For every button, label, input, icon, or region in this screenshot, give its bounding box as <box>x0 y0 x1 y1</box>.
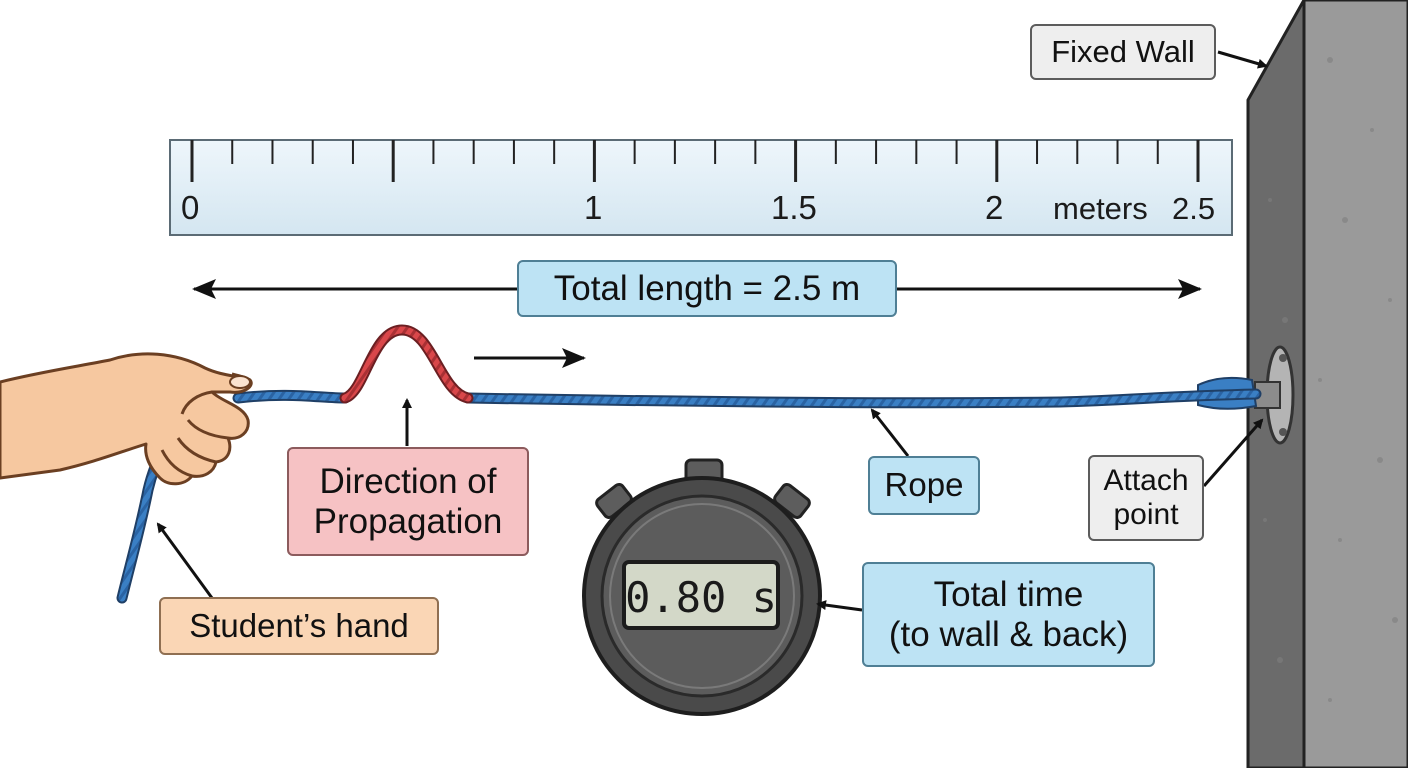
fixed-wall <box>1246 0 1408 768</box>
attach-line-1: Attach <box>1103 464 1189 498</box>
wave-pulse <box>339 324 474 404</box>
attach-arrow <box>1202 418 1264 487</box>
fixed-wall-arrow <box>1217 50 1268 69</box>
ruler-tick-label-2: 2 <box>985 189 1003 226</box>
ruler-end-label: 2.5 <box>1172 191 1215 226</box>
total-time-label: Total time (to wall & back) <box>862 562 1155 667</box>
fixed-wall-label: Fixed Wall <box>1030 24 1216 80</box>
attach-line-2: point <box>1113 498 1179 531</box>
meter-ruler <box>169 139 1233 236</box>
rope-label: Rope <box>868 456 980 515</box>
rope-text: Rope <box>884 466 964 504</box>
total-length-label: Total length = 2.5 m <box>517 260 897 317</box>
students-hand-label: Student’s hand <box>159 597 439 655</box>
ruler-tick-label-1-5: 1.5 <box>771 189 817 226</box>
time-line-1: Total time <box>933 575 1084 615</box>
time-arrow <box>816 600 863 612</box>
rope-arrow <box>870 408 910 457</box>
direction-of-propagation-label: Direction of Propagation <box>287 447 529 556</box>
ruler-tick-label-0: 0 <box>181 189 199 226</box>
rope <box>116 388 1262 604</box>
ruler-tick-label-1: 1 <box>584 189 602 226</box>
ruler-unit-label: meters <box>1053 191 1148 226</box>
stopwatch <box>582 458 822 716</box>
student-hand <box>0 352 253 486</box>
hand-arrow <box>156 522 214 599</box>
time-line-2: (to wall & back) <box>888 614 1129 654</box>
attach-point-label: Attach point <box>1088 455 1204 541</box>
stopwatch-reading: 0.80 s <box>625 573 777 622</box>
direction-line-1: Direction of <box>319 462 497 502</box>
direction-line-2: Propagation <box>313 501 503 541</box>
hand-text: Student’s hand <box>189 606 409 644</box>
fixed-wall-text: Fixed Wall <box>1051 33 1195 69</box>
total-length-text: Total length = 2.5 m <box>553 268 861 308</box>
